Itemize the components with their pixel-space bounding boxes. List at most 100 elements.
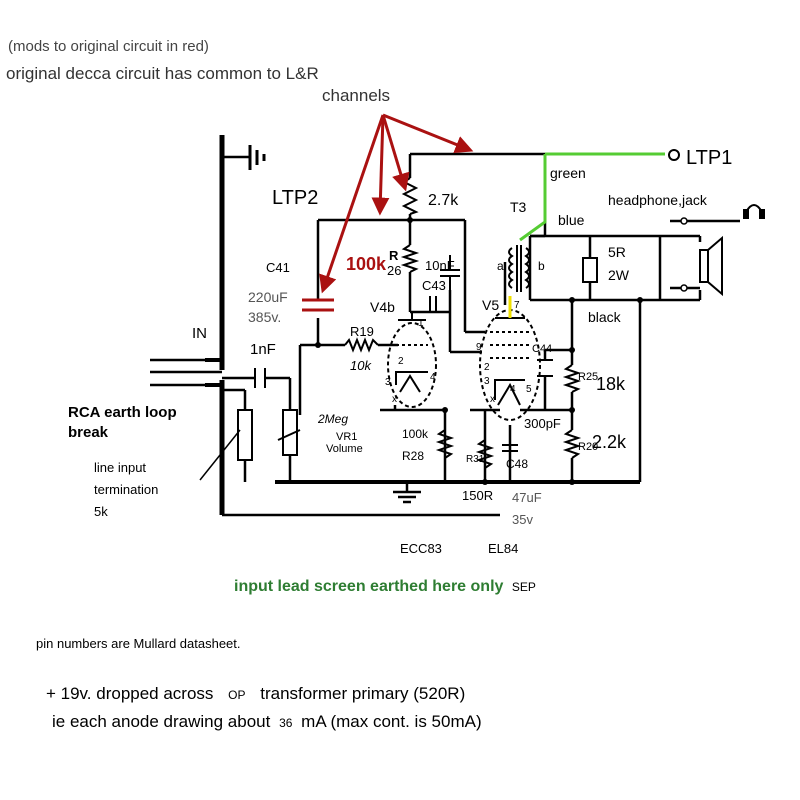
transformer-text: transformer primary (520R)	[260, 684, 466, 703]
label-r26: 26	[387, 263, 401, 278]
label-pin-x-v4: x	[392, 394, 397, 405]
green-wire-drop	[519, 154, 547, 242]
label-r25: R25	[578, 371, 598, 383]
anode-value: 36	[279, 716, 293, 730]
label-blue: blue	[558, 212, 585, 228]
capacitor-c43	[429, 296, 437, 312]
label-pin4-v4: 4	[430, 372, 436, 383]
label-r26-r: R	[389, 248, 399, 263]
label-volume: Volume	[326, 443, 363, 455]
label-47uf: 47uF	[512, 490, 542, 505]
label-ltp1: LTP1	[686, 147, 732, 169]
label-in: IN	[192, 325, 207, 342]
label-100k-red: 100k	[346, 254, 387, 274]
label-v5: V5	[482, 297, 499, 313]
output-transformer-t3	[508, 245, 530, 292]
label-green: green	[550, 165, 586, 181]
label-5k: 5k	[94, 504, 108, 519]
capacitor-1nf	[254, 368, 266, 388]
anode-prefix: ie each anode drawing about	[52, 712, 271, 731]
resistor-r31	[475, 439, 495, 469]
label-r28: R28	[402, 449, 424, 463]
resistor-r20	[562, 429, 582, 459]
label-r20: R20	[578, 441, 598, 453]
earthed-text: input lead screen earthed here only	[234, 578, 504, 595]
label-r19-value: 10k	[350, 358, 372, 373]
label-pin3-v4: 3	[385, 377, 391, 388]
anode-note: ie each anode drawing about 36 mA (max c…	[52, 712, 482, 732]
earth-symbol-bottom	[393, 482, 421, 504]
label-150r: 150R	[462, 488, 493, 503]
label-pin2-v5: 2	[484, 362, 490, 373]
mods-note: (mods to original circuit in red)	[8, 38, 209, 55]
component-labels: LTP1 LTP2 green T3 blue headphone,jack 2…	[68, 147, 732, 556]
label-c44: C44	[532, 343, 552, 355]
label-ltp2: LTP2	[272, 187, 318, 209]
label-line-input: line input	[94, 460, 146, 475]
earthed-caption: input lead screen earthed here only SEP	[234, 578, 536, 596]
label-c48: C48	[506, 457, 528, 471]
resistor-r26	[400, 244, 420, 273]
label-c41-voltage: 385v.	[248, 309, 281, 325]
label-1nf: 1nF	[250, 341, 276, 358]
headphone-icon	[743, 204, 765, 219]
resistor-5k	[237, 409, 253, 461]
label-tx-a: a	[497, 259, 504, 273]
label-c41-value: 220uF	[248, 289, 288, 305]
label-pin-x-v5: x	[490, 394, 495, 405]
resistor-r28	[435, 429, 455, 459]
label-10nf: 10nF	[425, 258, 455, 273]
label-18k: 18k	[596, 374, 626, 394]
label-r31: R31	[466, 454, 485, 465]
capacitor-c48	[502, 444, 518, 452]
label-t3: T3	[510, 199, 527, 215]
resistor-2-7k	[401, 177, 419, 215]
label-vr1: VR1	[336, 431, 357, 443]
label-break: break	[68, 424, 109, 441]
label-2-2k: 2.2k	[592, 432, 627, 452]
label-r28-value: 100k	[402, 427, 429, 441]
anode-suffix: mA (max cont. is 50mA)	[301, 712, 482, 731]
capacitor-c41	[302, 298, 334, 312]
label-pin1: 1	[418, 318, 424, 329]
label-300pf: 300pF	[524, 416, 561, 431]
jack-contacts	[680, 217, 688, 292]
label-el84: EL84	[488, 541, 518, 556]
label-pin5: 5	[526, 384, 532, 395]
resistor-r25	[562, 364, 582, 393]
label-c41: C41	[266, 260, 290, 275]
label-headphone-jack: headphone,jack	[608, 192, 708, 208]
label-2meg: 2Meg	[317, 412, 348, 426]
earth-symbol-top	[248, 145, 266, 170]
common-note: original decca circuit has common to L&R	[6, 64, 319, 83]
junction-dots	[315, 217, 643, 485]
label-pin4-v5: 4	[510, 384, 516, 395]
sep-text: SEP	[511, 580, 536, 594]
label-c43: C43	[422, 278, 446, 293]
label-pin9: 9	[476, 342, 482, 353]
label-ecc83: ECC83	[400, 541, 442, 556]
label-5r: 5R	[608, 244, 626, 260]
tube-v4b	[387, 312, 437, 408]
capacitor-c44	[537, 359, 553, 377]
label-tx-b: b	[538, 259, 545, 273]
dropped-note: + 19v. dropped across OP transformer pri…	[46, 684, 465, 704]
resistor-5r-2w	[582, 257, 598, 283]
label-v4b: V4b	[370, 299, 395, 315]
label-pin2: 2	[398, 356, 404, 367]
label-r19: R19	[350, 324, 374, 339]
label-pin7: 7	[514, 300, 520, 311]
potentiometer-vr1	[282, 409, 298, 456]
label-black: black	[588, 309, 622, 325]
dropped-text: + 19v. dropped across	[46, 684, 214, 703]
label-35v: 35v	[512, 512, 533, 527]
label-rca: RCA earth loop	[68, 404, 177, 421]
label-2-7k: 2.7k	[428, 192, 459, 209]
resistor-r19	[344, 337, 379, 353]
label-pin3-v5: 3	[484, 376, 490, 387]
label-2w: 2W	[608, 267, 630, 283]
op-text: OP	[228, 688, 246, 702]
mod-arrows	[319, 113, 474, 294]
pins-note: pin numbers are Mullard datasheet.	[36, 636, 241, 651]
